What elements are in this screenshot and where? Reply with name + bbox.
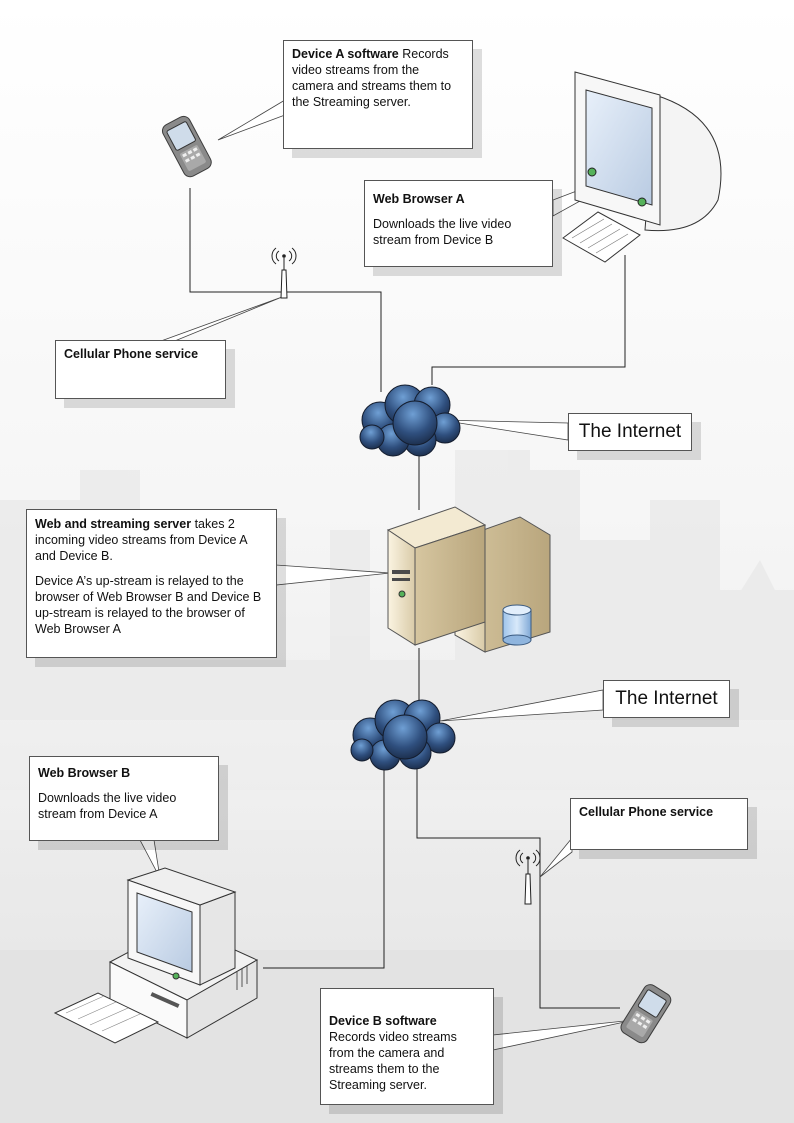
web-browser-b-callout: Web Browser B Downloads the live video s… [29, 756, 219, 841]
device-a-callout: Device A software Records video streams … [283, 40, 473, 149]
device-a-title: Device A software [292, 47, 399, 61]
antenna-icon [271, 247, 297, 299]
web-browser-b-description: Downloads the live video stream from Dev… [38, 791, 177, 821]
internet-bottom-text: The Internet [615, 688, 718, 709]
internet-top-label: The Internet [568, 413, 692, 451]
web-browser-a-callout: Web Browser A Downloads the live video s… [364, 180, 553, 267]
crt-monitor-icon [574, 71, 722, 232]
web-browser-b-title: Web Browser B [38, 766, 131, 780]
network-links [189, 188, 626, 1009]
cloud-icon [359, 384, 461, 457]
cellular-service-bottom-callout: Cellular Phone service [570, 798, 748, 850]
cellular-service-bottom-label: Cellular Phone service [579, 805, 714, 819]
link-internet-browser-b [263, 762, 385, 969]
device-a-description: Records video streams from the camera an… [292, 47, 452, 109]
device-b-title: Device B software [329, 1014, 437, 1028]
mobile-phone-icon [161, 115, 212, 178]
keyboard-icon [53, 992, 160, 1044]
web-browser-a-title: Web Browser A [373, 192, 465, 206]
device-b-callout: Device B software Records video streams … [320, 988, 494, 1105]
link-internet-antenna-b [416, 765, 620, 1009]
web-browser-a-description: Downloads the live video stream from Dev… [373, 217, 512, 247]
cloud-icon [350, 699, 456, 771]
antenna-icon [515, 849, 541, 905]
link-browser-a-internet [431, 255, 626, 385]
internet-top-text: The Internet [578, 421, 682, 442]
device-b-description: Records video streams from the camera an… [329, 1030, 457, 1092]
keyboard-icon [562, 211, 641, 263]
server-callout: Web and streaming server takes 2 incomin… [26, 509, 277, 658]
cellular-service-top-label: Cellular Phone service [64, 347, 199, 361]
cellular-service-top-callout: Cellular Phone service [55, 340, 226, 399]
internet-bottom-label: The Internet [603, 680, 730, 718]
server-title: Web and streaming server [35, 517, 192, 531]
database-icon [502, 604, 532, 646]
mobile-phone-icon [620, 984, 672, 1044]
desktop-computer-icon [108, 867, 259, 1039]
server-relay-description: Device A’s up-stream is relayed to the b… [35, 574, 262, 636]
server-icon [386, 506, 551, 653]
server-description: takes 2 incoming video streams from Devi… [35, 517, 247, 563]
